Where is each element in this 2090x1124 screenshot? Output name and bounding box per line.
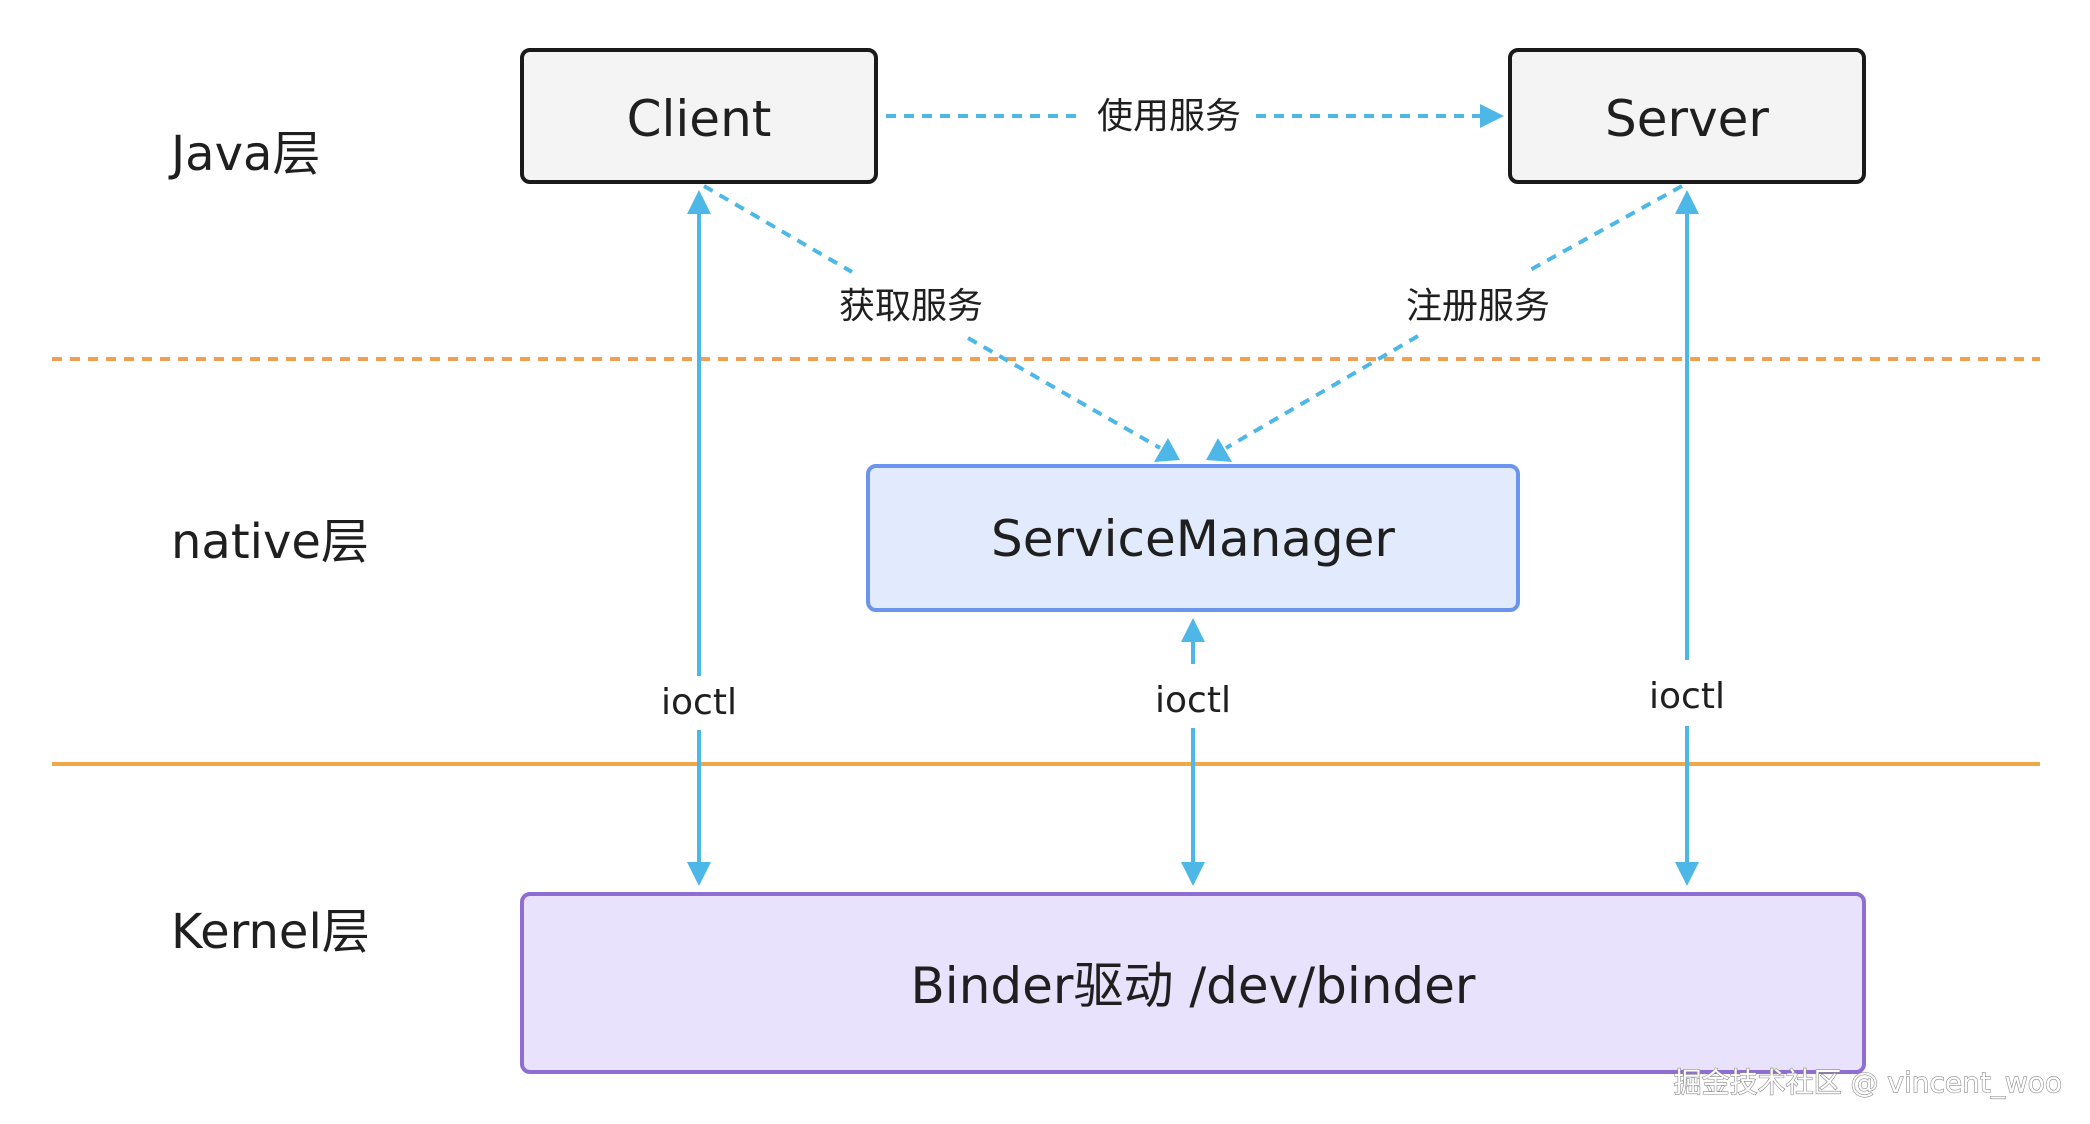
edge-get-service: 获取服务	[702, 184, 1180, 462]
arrowhead-up-icon	[1675, 190, 1699, 214]
edge-ioctl-service-manager: ioctl	[1155, 618, 1231, 886]
edge-label-register-service: 注册服务	[1406, 286, 1550, 327]
layer-label-kernel: Kernel层	[171, 904, 370, 960]
service-manager-label: ServiceManager	[991, 510, 1395, 568]
layer-label-java: Java层	[168, 126, 320, 182]
service-manager-node: ServiceManager	[866, 464, 1520, 612]
edge-ioctl-server: ioctl	[1649, 190, 1725, 886]
edge-label-get-service: 获取服务	[839, 286, 983, 327]
arrowhead-down-icon	[1675, 862, 1699, 886]
layer-label-native: native层	[171, 514, 369, 570]
edge-label-ioctl-service-manager: ioctl	[1155, 680, 1231, 721]
edge-ioctl-client: ioctl	[661, 190, 737, 886]
arrowhead-right-icon	[1480, 104, 1504, 128]
edge-use-service: 使用服务	[886, 96, 1504, 137]
arrowhead-diagonal-icon	[1154, 438, 1180, 462]
edge-label-ioctl-client: ioctl	[661, 682, 737, 723]
client-node: Client	[520, 48, 878, 184]
arrowhead-up-icon	[687, 190, 711, 214]
edge-register-service: 注册服务	[1206, 184, 1683, 462]
arrowhead-diagonal-icon	[1206, 438, 1232, 462]
arrowhead-up-icon	[1181, 618, 1205, 642]
client-label: Client	[627, 90, 772, 148]
watermark: 掘金技术社区 @ vincent_woo	[1674, 1066, 2062, 1099]
arrowhead-down-icon	[687, 862, 711, 886]
binder-driver-node: Binder驱动 /dev/binder	[520, 892, 1866, 1074]
arrowhead-down-icon	[1181, 862, 1205, 886]
server-node: Server	[1508, 48, 1866, 184]
edge-label-use-service: 使用服务	[1097, 96, 1241, 137]
binder-driver-label: Binder驱动 /dev/binder	[911, 957, 1476, 1015]
edge-label-ioctl-server: ioctl	[1649, 676, 1725, 717]
server-label: Server	[1605, 90, 1769, 148]
